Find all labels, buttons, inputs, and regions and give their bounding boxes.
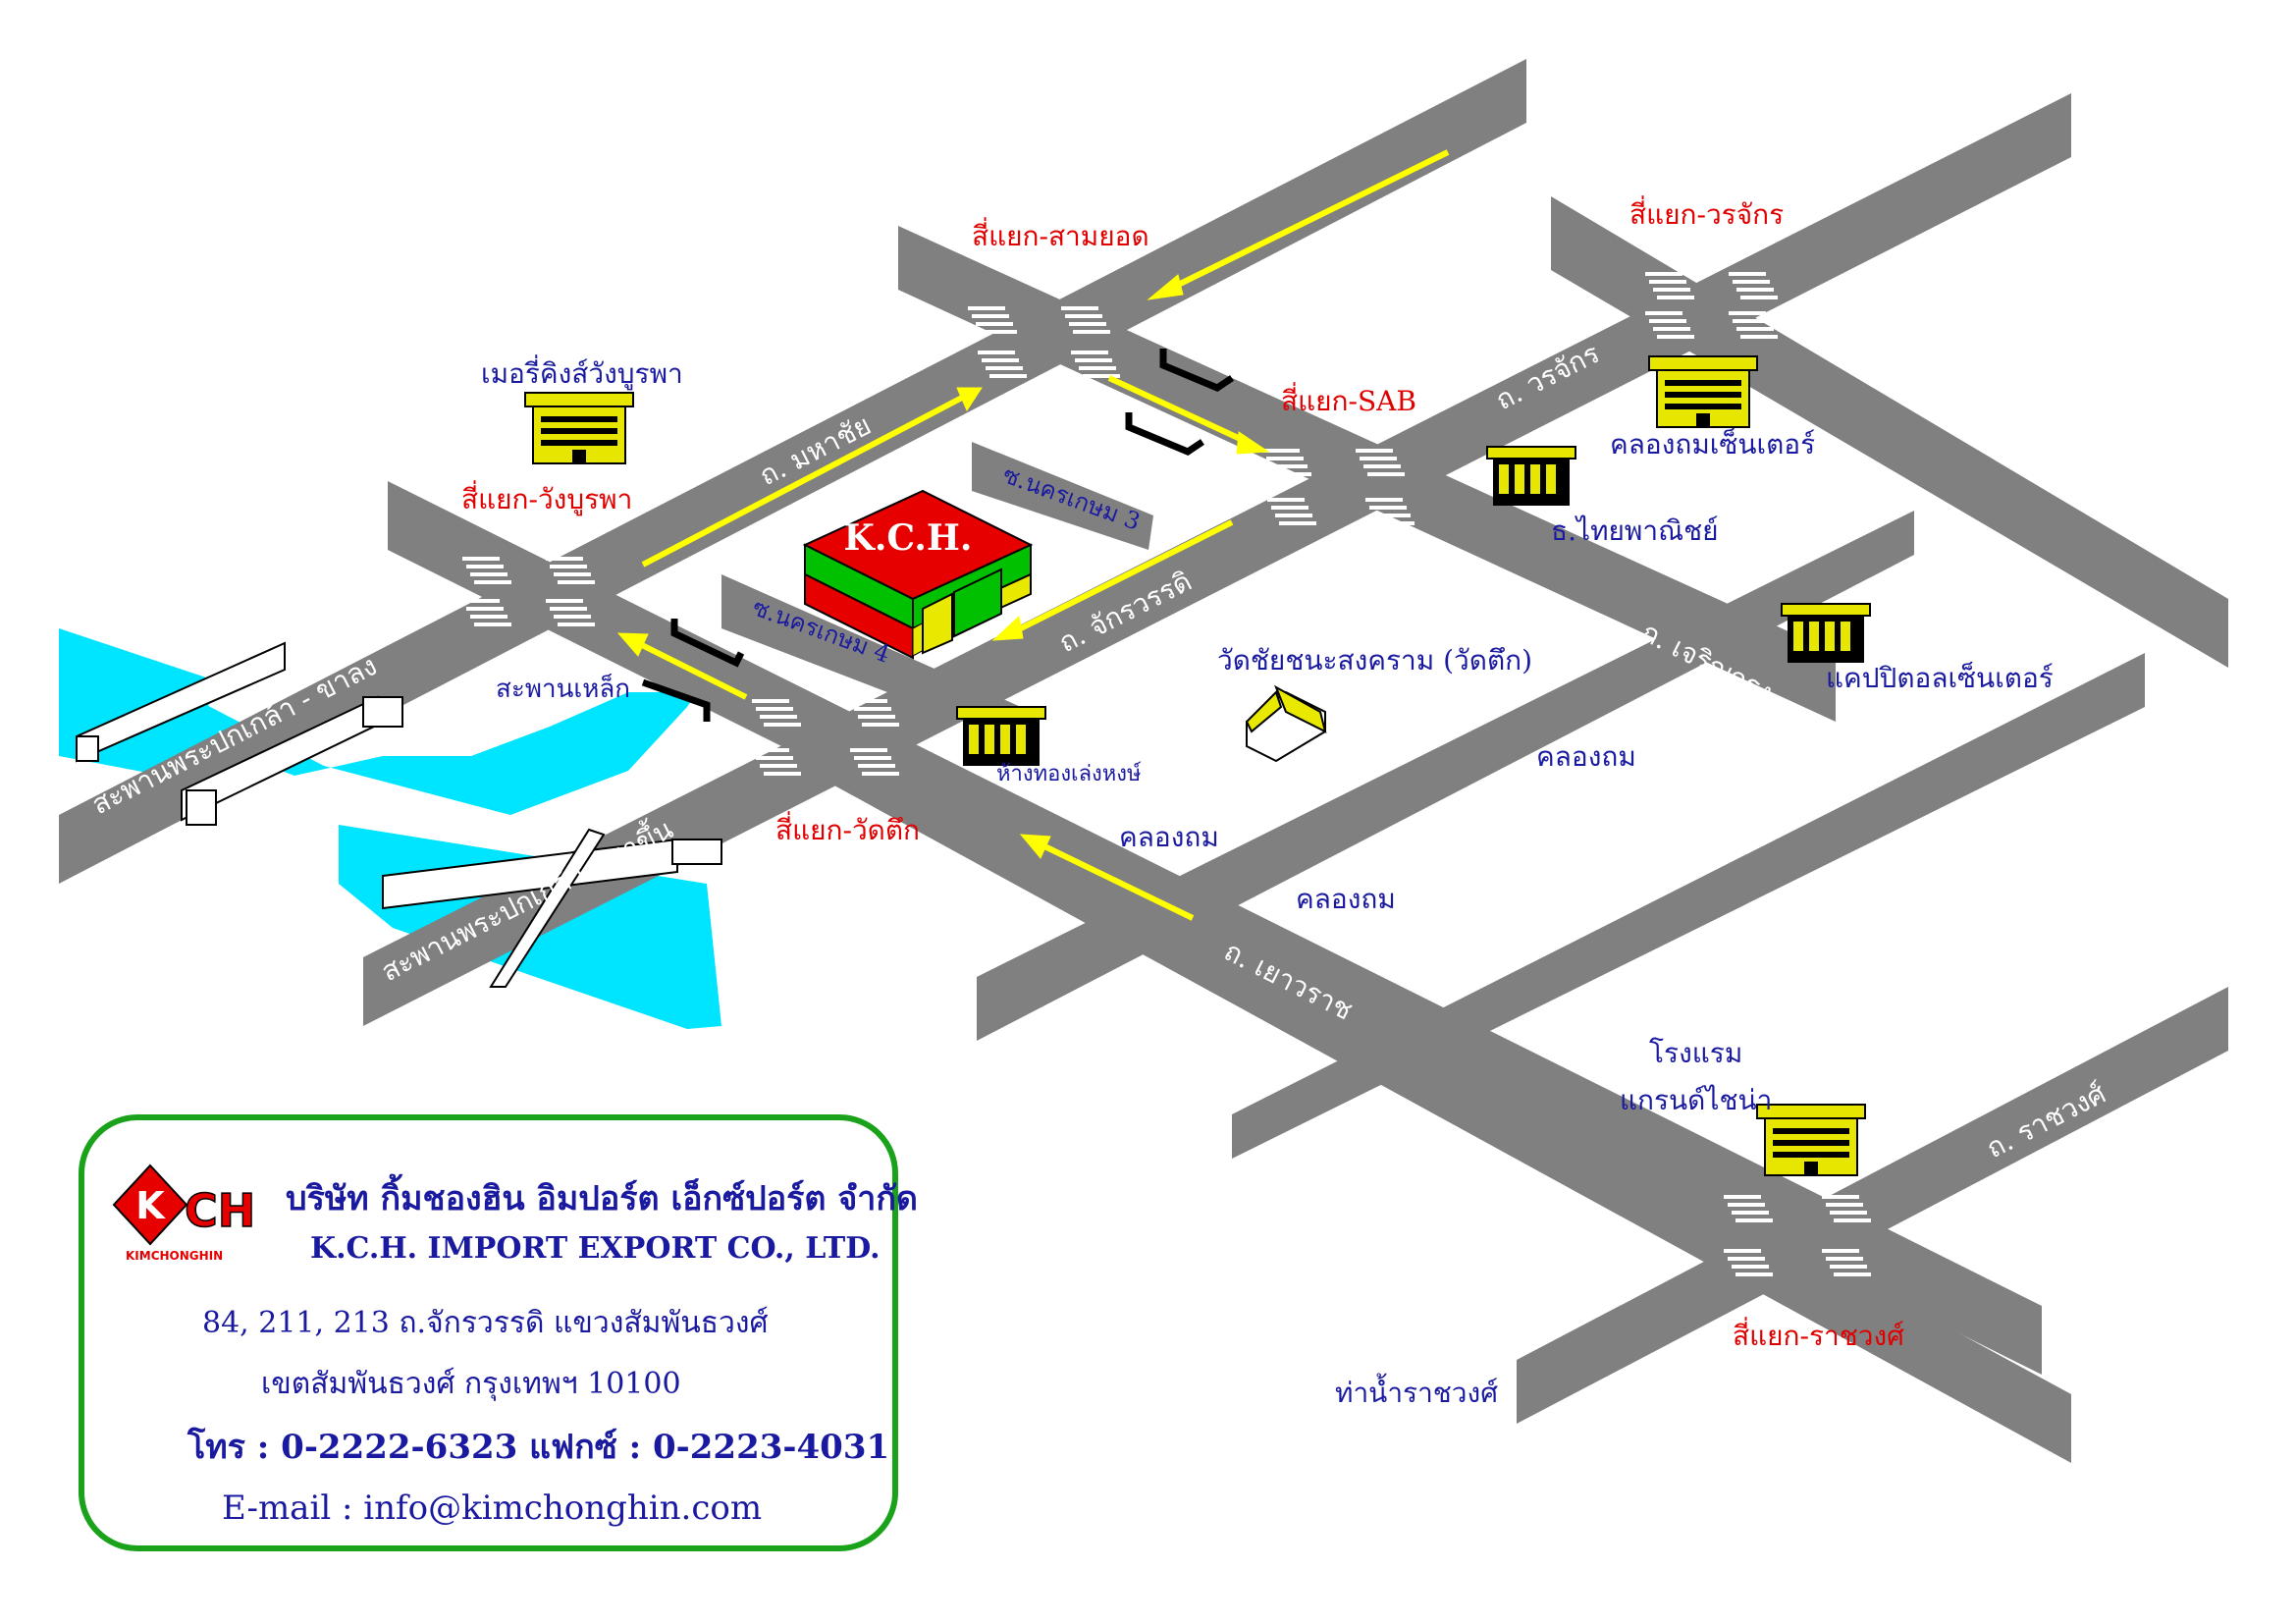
road-mahachai — [59, 59, 1526, 884]
road-label-wat-tuek-entrance: ทางเข้าวัดตึก — [1039, 672, 1176, 744]
arrow-mahachai-head — [956, 387, 983, 412]
label-merry-king: เมอรี่คิงส์วังบูรพา — [481, 354, 683, 391]
label-klongthom-center: คลองถมเซ็นเตอร์ — [1610, 427, 1815, 460]
soi-3 — [972, 442, 1153, 550]
arrow-sab-head — [1236, 431, 1270, 455]
roads — [59, 59, 2228, 1463]
label-sab: สี่แยก-SAB — [1281, 382, 1416, 417]
barrier-bridge-2 — [641, 678, 711, 722]
label-wat-tuek: สี่แยก-วัดตึก — [775, 811, 920, 846]
label-wangburapha: สี่แยก-วังบูรพา — [461, 480, 632, 516]
svg-text:CH: CH — [185, 1184, 255, 1237]
label-hotel-line2: แกรนด์ไชน่า — [1620, 1084, 1772, 1116]
canal — [59, 628, 697, 815]
barrier-bridge-1 — [670, 619, 745, 668]
road-chakkrawat — [363, 93, 2071, 1026]
kch-building: K.C.H. — [802, 489, 1034, 660]
label-klongthom-2: คลองถม — [1119, 821, 1219, 853]
road-yaowarat-cross — [1232, 653, 2145, 1159]
label-hotel-line1: โรงแรม — [1649, 1037, 1742, 1069]
email-link[interactable]: E-mail : info@kimchonghin.com — [222, 1489, 763, 1528]
barrier-sab-2 — [1125, 412, 1204, 456]
temple-icon — [1245, 684, 1327, 763]
arrow-chakkrawat — [1009, 519, 1234, 636]
label-pier: ท่าน้ำราชวงศ์ — [1335, 1373, 1498, 1409]
label-capital-center: แคปปิตอลเซ็นเตอร์ — [1826, 661, 2054, 694]
address-line-2: เขตสัมพันธวงศ์ กรุงเทพฯ 10100 — [261, 1367, 681, 1401]
arrow-mahachai — [641, 395, 964, 568]
arrow-yaowarat-head — [1019, 834, 1051, 859]
road-yaowarat — [805, 727, 2071, 1463]
arrow-bridge — [636, 640, 748, 700]
svg-text:K: K — [135, 1184, 166, 1227]
bridge-wall-3-end — [671, 839, 722, 865]
phone-fax: โทร : 0-2222-6323 แฟกซ์ : 0-2223-4031 — [187, 1428, 890, 1467]
road-ratchawong — [1517, 987, 2228, 1424]
grand-china-hotel-icon — [1756, 1104, 1866, 1176]
label-klongthom-3: คลองถม — [1296, 883, 1396, 915]
arrow-samyot-head — [1147, 274, 1184, 300]
bridge-wall-4 — [489, 828, 606, 988]
label-steel-bridge: สะพานเหล็ก — [496, 673, 630, 704]
kch-building-label: K.C.H. — [844, 517, 973, 559]
road-charoenkrung — [977, 511, 1914, 1041]
barriers — [641, 349, 1234, 722]
merry-king-building-icon — [524, 392, 634, 464]
capital-center-building-icon — [1781, 603, 1871, 664]
gold-shop-building-icon — [956, 706, 1046, 767]
direction-arrows — [616, 149, 1450, 921]
bridge-wall-2-end — [362, 696, 403, 728]
label-worachak: สี่แยก-วรจักร — [1629, 195, 1784, 231]
arrow-samyot — [1166, 149, 1450, 293]
arrow-bridge-head — [616, 632, 649, 657]
company-name-thai: บริษัท กิ้มชองฮิน อิมปอร์ต เอ็กซ์ปอร์ต จ… — [286, 1179, 919, 1218]
company-name-en: K.C.H. IMPORT EXPORT CO., LTD. — [310, 1231, 881, 1266]
label-thai-bank: ธ.ไทยพาณิชย์ — [1551, 514, 1719, 547]
label-klongthom-1: คลองถม — [1536, 740, 1636, 773]
klongthom-center-building-icon — [1648, 355, 1758, 428]
company-info-card: K CH KIMCHONGHIN บริษัท กิ้มชองฮิน อิมปอ… — [79, 1114, 918, 1551]
kch-logo: K CH KIMCHONGHIN — [112, 1164, 256, 1263]
label-gold-shop: ห้างทองเล่งหงษ์ — [996, 762, 1142, 786]
barrier-sab-1 — [1159, 349, 1234, 392]
arrow-sab — [1107, 375, 1249, 445]
bridge-wall-1-start — [76, 735, 99, 762]
svg-text:KIMCHONGHIN: KIMCHONGHIN — [126, 1249, 223, 1263]
label-wat-temple: วัดชัยชนะสงคราม (วัดตึก) — [1217, 644, 1532, 677]
address-line-1: 84, 211, 213 ถ.จักรวรรดิ แขวงสัมพันธวงศ์ — [202, 1306, 769, 1340]
thai-bank-building-icon — [1486, 446, 1576, 507]
label-ratchawong: สี่แยก-ราชวงศ์ — [1733, 1317, 1904, 1352]
pokklao-bridges — [76, 641, 722, 988]
soi-4 — [721, 574, 1021, 727]
bridge-wall-2-start — [186, 789, 217, 826]
label-samyot: สี่แยก-สามยอด — [972, 217, 1149, 252]
arrow-yaowarat — [1039, 841, 1195, 921]
road-wangburapha-diagonal — [388, 481, 2042, 1375]
arrow-chakkrawat-head — [991, 616, 1024, 641]
